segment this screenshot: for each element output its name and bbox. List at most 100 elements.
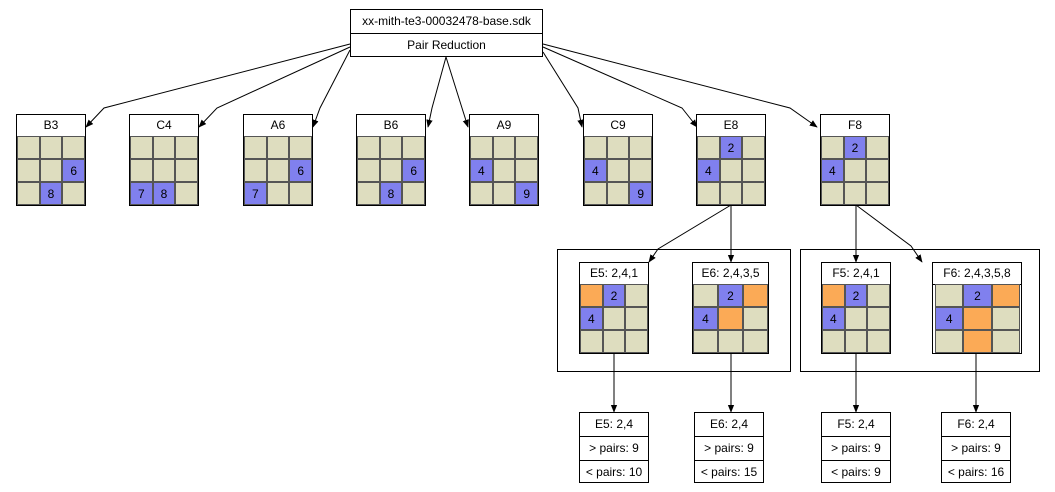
edge-root-c4 xyxy=(198,46,351,128)
edge-root-b3 xyxy=(85,43,351,128)
cluster-e xyxy=(557,249,791,372)
grid-cell xyxy=(991,307,1020,330)
grid-cell xyxy=(152,159,176,182)
grid-cell xyxy=(693,330,718,353)
grid-cell xyxy=(470,136,493,159)
grid-cell xyxy=(606,136,630,159)
result-gt-pairs: > pairs: 9 xyxy=(695,436,763,460)
result-node-f5: F5: 2,4 > pairs: 9 < pairs: 9 xyxy=(821,412,891,483)
grid-cell: 9 xyxy=(515,182,538,205)
grid-cell xyxy=(175,159,198,182)
grid-cell xyxy=(991,284,1020,307)
grid-cell xyxy=(602,330,626,353)
edge-root-a6 xyxy=(312,49,351,128)
grid-cell xyxy=(244,159,267,182)
grid-cell xyxy=(357,182,380,205)
grid-cell xyxy=(584,136,607,159)
candidate-label: E6: 2,4,3,5 xyxy=(693,263,768,285)
grid-cell xyxy=(625,307,648,330)
result-lt-pairs: < pairs: 10 xyxy=(580,460,648,484)
grid-cell xyxy=(470,182,493,205)
grid-cell xyxy=(867,330,890,353)
grid-cell xyxy=(289,182,312,205)
grid-cell: 4 xyxy=(580,307,603,330)
grid-cell xyxy=(584,182,607,205)
result-node-e5: E5: 2,4 > pairs: 9 < pairs: 10 xyxy=(579,412,649,483)
edge-root-b6 xyxy=(426,56,447,128)
result-gt-pairs: > pairs: 9 xyxy=(942,436,1010,460)
root-node: xx-mith-te3-00032478-base.sdk Pair Reduc… xyxy=(350,9,543,57)
grid-cell xyxy=(39,159,63,182)
grid-cell xyxy=(866,159,889,182)
grid-cell xyxy=(266,136,290,159)
grid-cell xyxy=(697,136,720,159)
grid-cell: 2 xyxy=(718,284,743,307)
grid-cell xyxy=(625,330,648,353)
grid-cell: 6 xyxy=(402,159,425,182)
grid-cell xyxy=(743,307,768,330)
result-lt-pairs: < pairs: 9 xyxy=(822,460,890,484)
grid-cell xyxy=(152,136,176,159)
grid-cell xyxy=(580,284,603,307)
grid-cell: 7 xyxy=(130,182,153,205)
grid-cell xyxy=(492,159,516,182)
grid-cell: 2 xyxy=(844,284,868,307)
grid-cell xyxy=(844,307,868,330)
grid-cell: 2 xyxy=(719,136,743,159)
result-title: E6: 2,4 xyxy=(709,417,749,431)
grid-cell xyxy=(843,159,867,182)
grid-cell xyxy=(935,284,964,307)
grid-cell xyxy=(17,159,40,182)
grid-cell xyxy=(130,159,153,182)
grid-cell: 8 xyxy=(152,182,176,205)
grid-cell: 4 xyxy=(821,159,844,182)
grid-cell: 2 xyxy=(843,136,867,159)
result-lt-pairs: < pairs: 15 xyxy=(695,460,763,484)
grid-cell xyxy=(402,136,425,159)
grid-cell xyxy=(963,330,992,353)
grid-cell xyxy=(629,159,652,182)
result-gt-pairs: > pairs: 9 xyxy=(580,436,648,460)
grid-cell: 7 xyxy=(244,182,267,205)
box-label: F8 xyxy=(821,115,889,137)
grid-cell xyxy=(843,182,867,205)
grid-cell xyxy=(742,182,765,205)
grid-cell xyxy=(719,159,743,182)
grid-cell: 4 xyxy=(693,307,718,330)
candidate-label: F6: 2,4,3,5,8 xyxy=(933,263,1021,285)
grid-cell: 8 xyxy=(379,182,403,205)
grid-cell xyxy=(244,136,267,159)
candidate-label: F5: 2,4,1 xyxy=(822,263,890,285)
grid-cell xyxy=(867,284,890,307)
result-gt-pairs: > pairs: 9 xyxy=(822,436,890,460)
result-title: E5: 2,4 xyxy=(594,417,634,431)
grid-cell xyxy=(580,330,603,353)
box-label: C9 xyxy=(584,115,652,137)
grid-cell xyxy=(175,182,198,205)
grid-cell xyxy=(822,330,845,353)
grid-cell xyxy=(697,182,720,205)
result-title: F6: 2,4 xyxy=(957,417,995,431)
grid-cell xyxy=(39,136,63,159)
grid-cell xyxy=(625,284,648,307)
grid-cell xyxy=(602,307,626,330)
grid-cell xyxy=(693,284,718,307)
edge-root-a9 xyxy=(445,56,469,128)
grid-cell xyxy=(742,136,765,159)
grid-cell xyxy=(130,136,153,159)
grid-cell xyxy=(402,182,425,205)
grid-cell xyxy=(606,159,630,182)
edge-root-e8 xyxy=(542,46,698,128)
edge-root-c9 xyxy=(542,51,584,128)
